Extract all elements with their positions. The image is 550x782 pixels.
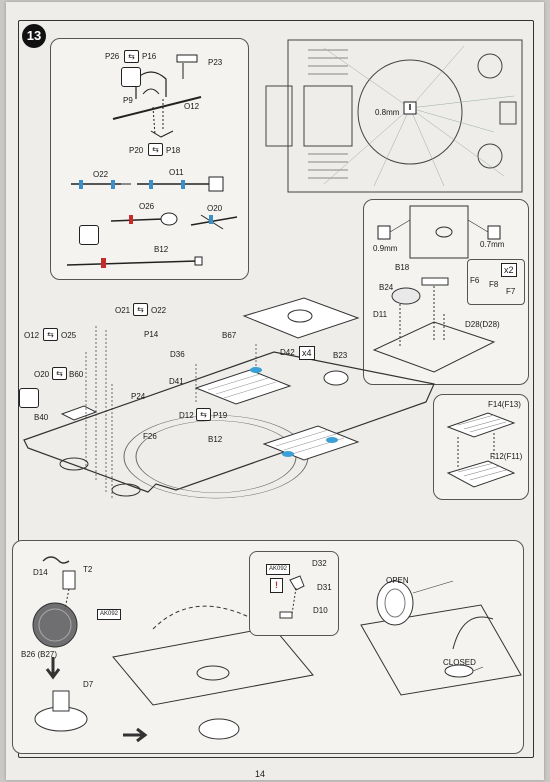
part-label-p23: P23: [208, 58, 223, 67]
glue-brush-icon: [79, 225, 99, 245]
instruction-sheet: 13: [6, 2, 544, 780]
part-label-b12: B12: [154, 245, 169, 254]
arrow-box-icon: ⇆: [148, 143, 163, 156]
arrow-box-icon: ⇆: [196, 408, 211, 421]
part-label-o25: O25: [61, 331, 77, 340]
part-label-f8: F8: [489, 280, 499, 289]
step-number-badge: 13: [22, 24, 46, 48]
caution-icon: !: [270, 578, 283, 593]
part-label-o20: O20: [34, 370, 50, 379]
quantity-badge: x2: [501, 263, 517, 277]
part-label-b60: B60: [69, 370, 84, 379]
bottom-section-drawing: [32, 556, 522, 743]
part-label-p9: P9: [123, 96, 133, 105]
part-label-d12: D12: [179, 411, 194, 420]
part-label-o12: O12: [184, 102, 200, 111]
paint-code-badge: AK092: [97, 609, 122, 620]
part-label-b18: B18: [395, 263, 410, 272]
part-label-p24: P24: [131, 392, 146, 401]
arrow-box-icon: ⇆: [124, 50, 139, 63]
page-frame: [18, 20, 534, 758]
hull-plan-view-drawing: [265, 39, 523, 193]
paint-code-badge: AK092: [266, 564, 291, 575]
hole-size-label: 0.8mm: [375, 108, 400, 117]
main-hull-assembly-drawing: [23, 297, 435, 499]
part-label-o26: O26: [139, 202, 155, 211]
part-label-o20: O20: [207, 204, 223, 213]
part-label-p18: P18: [166, 146, 181, 155]
arrow-box-icon: ⇆: [52, 367, 67, 380]
part-label-p26: P26: [105, 52, 120, 61]
part-label-d42: D42: [280, 348, 295, 357]
part-label-d11: D11: [373, 310, 388, 319]
part-label-p20: P20: [129, 146, 144, 155]
part-label-b24: B24: [379, 283, 394, 292]
glue-brush-icon: [19, 388, 39, 408]
part-label-b23: B23: [333, 351, 348, 360]
hole-size-label: 0.7mm: [480, 240, 505, 249]
part-label-f7: F7: [506, 287, 516, 296]
part-label-o12: O12: [24, 331, 40, 340]
quantity-badge: x4: [299, 346, 315, 360]
part-label-o11: O11: [169, 168, 184, 177]
part-label-d28: D28(D28): [465, 320, 500, 329]
part-label-p14: P14: [144, 330, 159, 339]
hatch-open-label: OPEN: [386, 576, 409, 585]
part-label-t2: T2: [83, 565, 93, 574]
glue-tool-icon: [121, 67, 141, 87]
part-label-p19: P19: [213, 411, 228, 420]
hatch-closed-label: CLOSED: [443, 658, 476, 667]
detail-panel-handles-tools: P26 ⇆ P16 P23 P9 O12 P20 ⇆ P18 O22 O11 O…: [50, 38, 249, 280]
turret-detail-drawing: [372, 205, 501, 373]
part-label-b12: B12: [208, 435, 223, 444]
part-label-d10: D10: [313, 606, 328, 615]
part-label-b26: B26 (B27): [21, 650, 58, 659]
arrow-box-icon: ⇆: [133, 303, 148, 316]
part-label-d36: D36: [170, 350, 185, 359]
part-label-o21: O21: [115, 306, 131, 315]
arrow-box-icon: ⇆: [43, 328, 58, 341]
handle-tool-drawing: [66, 54, 238, 268]
grille-drawing: [446, 412, 516, 488]
part-label-d14: D14: [33, 568, 48, 577]
part-label-d31: D31: [317, 583, 332, 592]
part-label-b40: B40: [34, 413, 49, 422]
part-label-f12: F12(F11): [490, 452, 523, 461]
detail-panel-grilles: F14(F13) F12(F11): [433, 394, 529, 500]
part-label-d32: D32: [312, 559, 327, 568]
latch-drawing: [279, 575, 305, 619]
detail-inset-hatch-latch: AK092 ! D32 D31 D10: [249, 551, 339, 636]
part-label-f26: F26: [143, 432, 157, 441]
part-label-d7: D7: [83, 680, 94, 689]
part-label-b67: B67: [222, 331, 237, 340]
part-label-p16: P16: [142, 52, 157, 61]
part-label-o22: O22: [151, 306, 167, 315]
part-label-o22: O22: [93, 170, 109, 179]
part-label-d41: D41: [169, 377, 184, 386]
detail-inset-f-parts: F6 F8 F7 x2: [467, 259, 525, 305]
part-label-f14: F14(F13): [488, 400, 521, 409]
hole-size-label: 0.9mm: [373, 244, 398, 253]
part-label-f6: F6: [470, 276, 480, 285]
page-number: 14: [255, 769, 266, 779]
